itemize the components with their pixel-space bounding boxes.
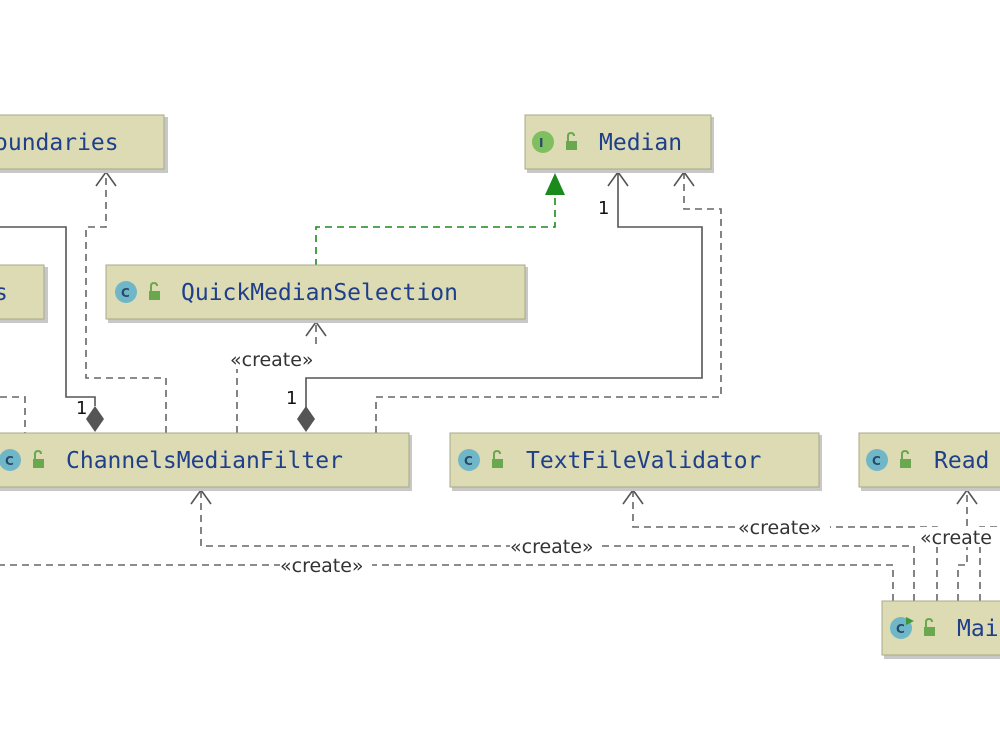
composition-diamond-left — [86, 406, 104, 432]
node-main[interactable]: C Mai — [881, 600, 1000, 659]
edge-quick-implements-median[interactable] — [315, 193, 556, 266]
edge-main-textfile-create[interactable] — [632, 490, 938, 601]
class-icon: C — [115, 281, 137, 303]
public-lock-icon — [33, 449, 44, 468]
node-label: QuickMedianSelection — [181, 280, 458, 306]
node-label: oundaries — [0, 130, 119, 156]
node-label: ChannelsMedianFilter — [66, 448, 343, 474]
edge-labels: «create» «create» «create» «create» «cre… — [76, 198, 1000, 577]
node-boundaries[interactable]: oundaries — [0, 114, 168, 173]
public-lock-icon — [924, 617, 935, 636]
public-lock-icon — [900, 449, 911, 468]
edge-channels-median-association[interactable] — [305, 172, 703, 408]
node-quick-median-selection[interactable]: C QuickMedianSelection — [105, 264, 528, 323]
edge-main-left-create[interactable] — [0, 564, 894, 601]
class-icon: C — [0, 449, 21, 471]
edge-channels-median-dependency[interactable] — [375, 172, 722, 433]
public-lock-icon — [492, 449, 503, 468]
label-create-left: «create» — [280, 555, 364, 577]
node-median[interactable]: I Median — [524, 114, 714, 173]
node-text-file-validator[interactable]: C TextFileValidator — [449, 432, 822, 491]
svg-text:C: C — [5, 454, 14, 468]
node-label: TextFileValidator — [526, 448, 761, 474]
svg-text:I: I — [539, 136, 543, 150]
interface-icon: I — [532, 131, 554, 153]
implements-arrowhead — [545, 173, 565, 195]
public-lock-icon — [149, 281, 160, 300]
node-label: Mai — [957, 616, 999, 642]
multiplicity-channels-right: 1 — [286, 388, 297, 409]
public-lock-icon — [566, 131, 577, 150]
node-label: Read — [934, 448, 989, 474]
composition-diamond-right — [297, 406, 315, 432]
label-create-read: «create — [920, 527, 992, 549]
node-channels-median-filter[interactable]: C ChannelsMedianFilter — [0, 432, 412, 491]
label-create-channels: «create» — [510, 536, 594, 558]
edge-channels-boundaries-dependency[interactable] — [85, 172, 167, 433]
multiplicity-median: 1 — [598, 198, 609, 219]
edge-channels-left-dependency[interactable] — [0, 396, 26, 433]
label-create-quick: «create» — [230, 349, 314, 371]
class-icon: C — [866, 449, 888, 471]
class-icon: C — [458, 449, 480, 471]
node-label: s — [0, 280, 8, 306]
runnable-class-icon: C — [890, 617, 914, 639]
svg-text:C: C — [464, 454, 473, 468]
edge-channels-left-association[interactable] — [0, 226, 96, 406]
svg-text:C: C — [896, 622, 905, 636]
node-label: Median — [599, 130, 682, 156]
edge-main-read-create[interactable] — [957, 490, 968, 601]
label-create-textfile: «create» — [738, 517, 822, 539]
svg-text:C: C — [872, 454, 881, 468]
node-left-cut[interactable]: s — [0, 264, 48, 323]
svg-text:C: C — [121, 286, 130, 300]
node-read[interactable]: C Read — [858, 432, 1000, 491]
edges — [0, 170, 1000, 601]
multiplicity-channels-left: 1 — [76, 398, 87, 419]
